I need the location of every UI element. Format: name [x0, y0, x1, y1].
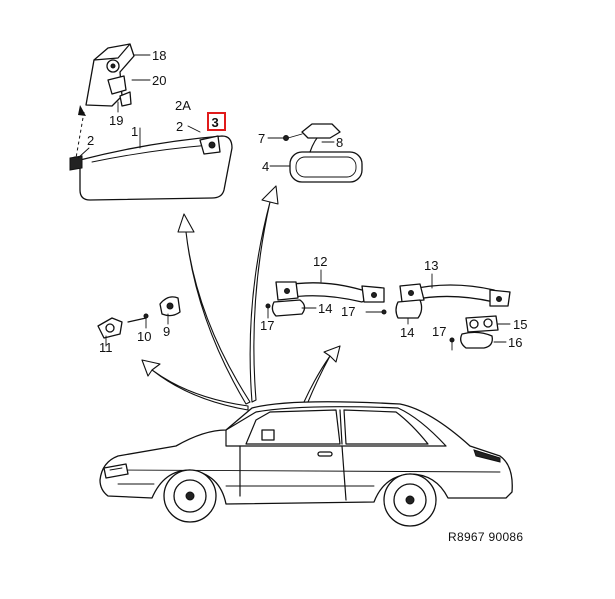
label-11: 11	[99, 340, 113, 355]
reference-number: R8967 90086	[448, 530, 523, 544]
sun-visor	[69, 125, 233, 201]
callout-arrow-visor	[177, 213, 251, 405]
label-17-mid: 17	[341, 304, 355, 319]
label-9: 9	[163, 324, 170, 339]
label-12: 12	[313, 254, 327, 269]
courtesy-lamp-14-right	[365, 299, 423, 325]
label-7: 7	[258, 131, 265, 146]
label-15: 15	[513, 317, 527, 332]
label-20: 20	[152, 73, 166, 88]
label-19: 19	[109, 113, 123, 128]
label-13: 13	[424, 258, 438, 273]
label-17-left: 17	[260, 318, 274, 333]
highlight-box-3	[207, 112, 226, 131]
label-10: 10	[137, 329, 151, 344]
callout-arrow-handles	[303, 345, 341, 403]
rearview-mirror	[267, 123, 363, 183]
car-illustration	[99, 401, 513, 527]
callout-arrow-mirror	[249, 185, 279, 403]
label-3: 3	[212, 115, 219, 130]
label-2-left: 2	[87, 133, 94, 148]
label-14-right: 14	[400, 325, 414, 340]
hinge-guide-line	[75, 111, 85, 159]
lamp-assembly-15-16	[449, 315, 511, 351]
label-17-right: 17	[432, 324, 446, 339]
label-1: 1	[131, 124, 138, 139]
trim-fasteners	[97, 296, 181, 347]
label-2-right: 2	[176, 119, 183, 134]
label-16: 16	[508, 335, 522, 350]
label-18: 18	[152, 48, 166, 63]
courtesy-lamp-14-left	[265, 299, 317, 319]
label-4: 4	[262, 159, 269, 174]
visor-hinge-bracket	[85, 43, 151, 113]
label-14-left: 14	[318, 301, 332, 316]
callout-arrow-fasteners	[141, 359, 249, 411]
grab-handle-13	[399, 273, 511, 307]
label-8: 8	[336, 135, 343, 150]
hinge-guide-arrow	[78, 105, 86, 116]
label-2A: 2A	[175, 98, 191, 113]
grab-handle-12	[275, 269, 385, 303]
